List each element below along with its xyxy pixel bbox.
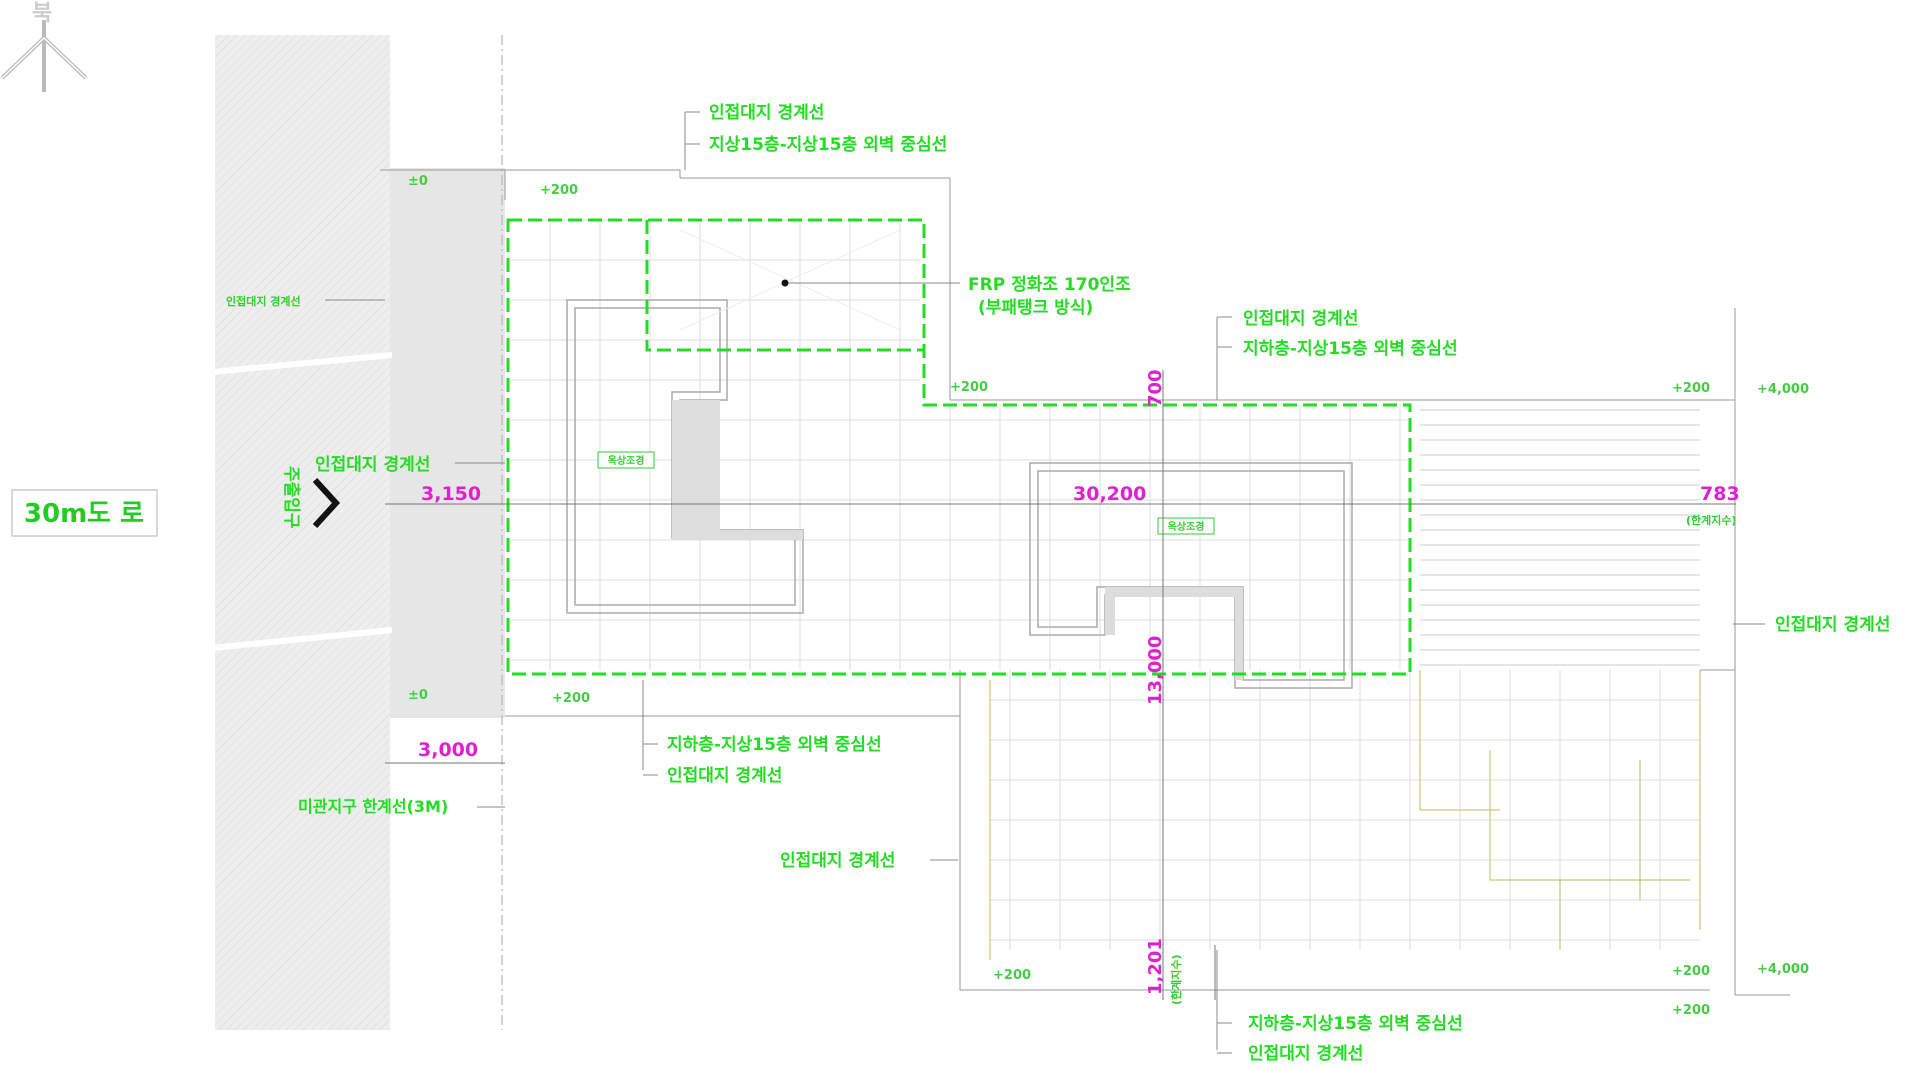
boundary-label-left: 인접대지 경계선: [315, 455, 430, 475]
dim-783: 783: [1700, 483, 1740, 505]
septic-sublabel: (부패탱크 방식): [978, 298, 1093, 318]
leader-lines: [325, 111, 1765, 1054]
level-marker: +200: [1672, 1003, 1710, 1018]
stair-hatch: [1420, 409, 1700, 666]
boundary-label-mid: 인접대지 경계선: [1243, 309, 1358, 329]
boundary-label-lower: 인접대지 경계선: [780, 851, 895, 871]
road-label: 30m도 로: [24, 499, 144, 529]
lower-grid: [990, 670, 1700, 950]
centerline-label-mid: 지하층-지상15층 외벽 중심선: [1243, 339, 1458, 359]
boundary-label-right: 인접대지 경계선: [1775, 615, 1890, 635]
entrance-chevron-icon: [312, 477, 341, 529]
dim-3150: 3,150: [421, 483, 481, 505]
room-label-b: 옥상조경: [1168, 520, 1205, 533]
building-a-wall: [672, 400, 803, 540]
upper-grid: [510, 219, 1410, 670]
district-line-label: 미관지구 한계선(3M): [298, 797, 448, 816]
boundary-label-top: 인접대지 경계선: [709, 103, 824, 123]
north-arrow-icon: [0, 20, 88, 92]
level-marker: +200: [993, 968, 1031, 983]
dim-3000: 3,000: [418, 739, 478, 761]
level-marker: +4,000: [1757, 962, 1809, 977]
level-marker: +200: [1672, 381, 1710, 396]
dim-1201: 1,201: [1145, 938, 1166, 995]
room-tag-a: [597, 451, 655, 469]
road-label-box: [11, 489, 158, 537]
height-note-bottom: (한계지수): [1169, 954, 1183, 1005]
centerline-label-bl: 지하층-지상15층 외벽 중심선: [667, 735, 882, 755]
main-entrance-label: 주출입구: [281, 466, 301, 529]
level-marker: ±0: [408, 174, 428, 189]
level-marker: +200: [950, 380, 988, 395]
dim-30200: 30,200: [1073, 483, 1146, 505]
septic-marker: [781, 279, 789, 287]
boundary-label-bl: 인접대지 경계선: [667, 766, 782, 786]
level-marker: +4,000: [1757, 382, 1809, 397]
room-label-a: 옥상조경: [608, 454, 645, 467]
level-marker: +200: [1672, 964, 1710, 979]
septic-label: FRP 정화조 170인조: [968, 275, 1131, 295]
level-marker: ±0: [408, 688, 428, 703]
sidewalk: [390, 168, 505, 718]
septic-boundary-dashed: [645, 220, 924, 352]
level-marker: +200: [540, 183, 578, 198]
lower-right-lines: [989, 670, 1701, 960]
road-break-lines: [211, 352, 393, 651]
septic-cross: [679, 229, 901, 331]
centerline-label-bottom: 지하층-지상15층 외벽 중심선: [1248, 1014, 1463, 1034]
dim-700: 700: [1145, 369, 1166, 407]
level-markers: ±0 +200 +200 +200 +4,000 ±0 +200 +200 +2…: [408, 174, 1809, 1018]
boundary-label-left-small: 인접대지 경계선: [226, 294, 301, 308]
building-b-wall: [1105, 587, 1243, 680]
height-note-right: (한계지수): [1686, 513, 1737, 527]
road-hatch: [215, 35, 390, 1030]
north-label: 북: [32, 1, 52, 26]
site-boundary-lines: [380, 169, 1790, 996]
property-boundary-dashed: [506, 218, 1412, 676]
level-marker: +200: [552, 691, 590, 706]
dimension-lines: [385, 370, 1736, 1000]
room-tag-b: [1157, 517, 1215, 535]
dim-13000: 13,000: [1145, 636, 1166, 705]
centerline-label-top: 지상15층-지상15층 외벽 중심선: [709, 135, 947, 155]
boundary-label-bottom: 인접대지 경계선: [1248, 1044, 1363, 1064]
